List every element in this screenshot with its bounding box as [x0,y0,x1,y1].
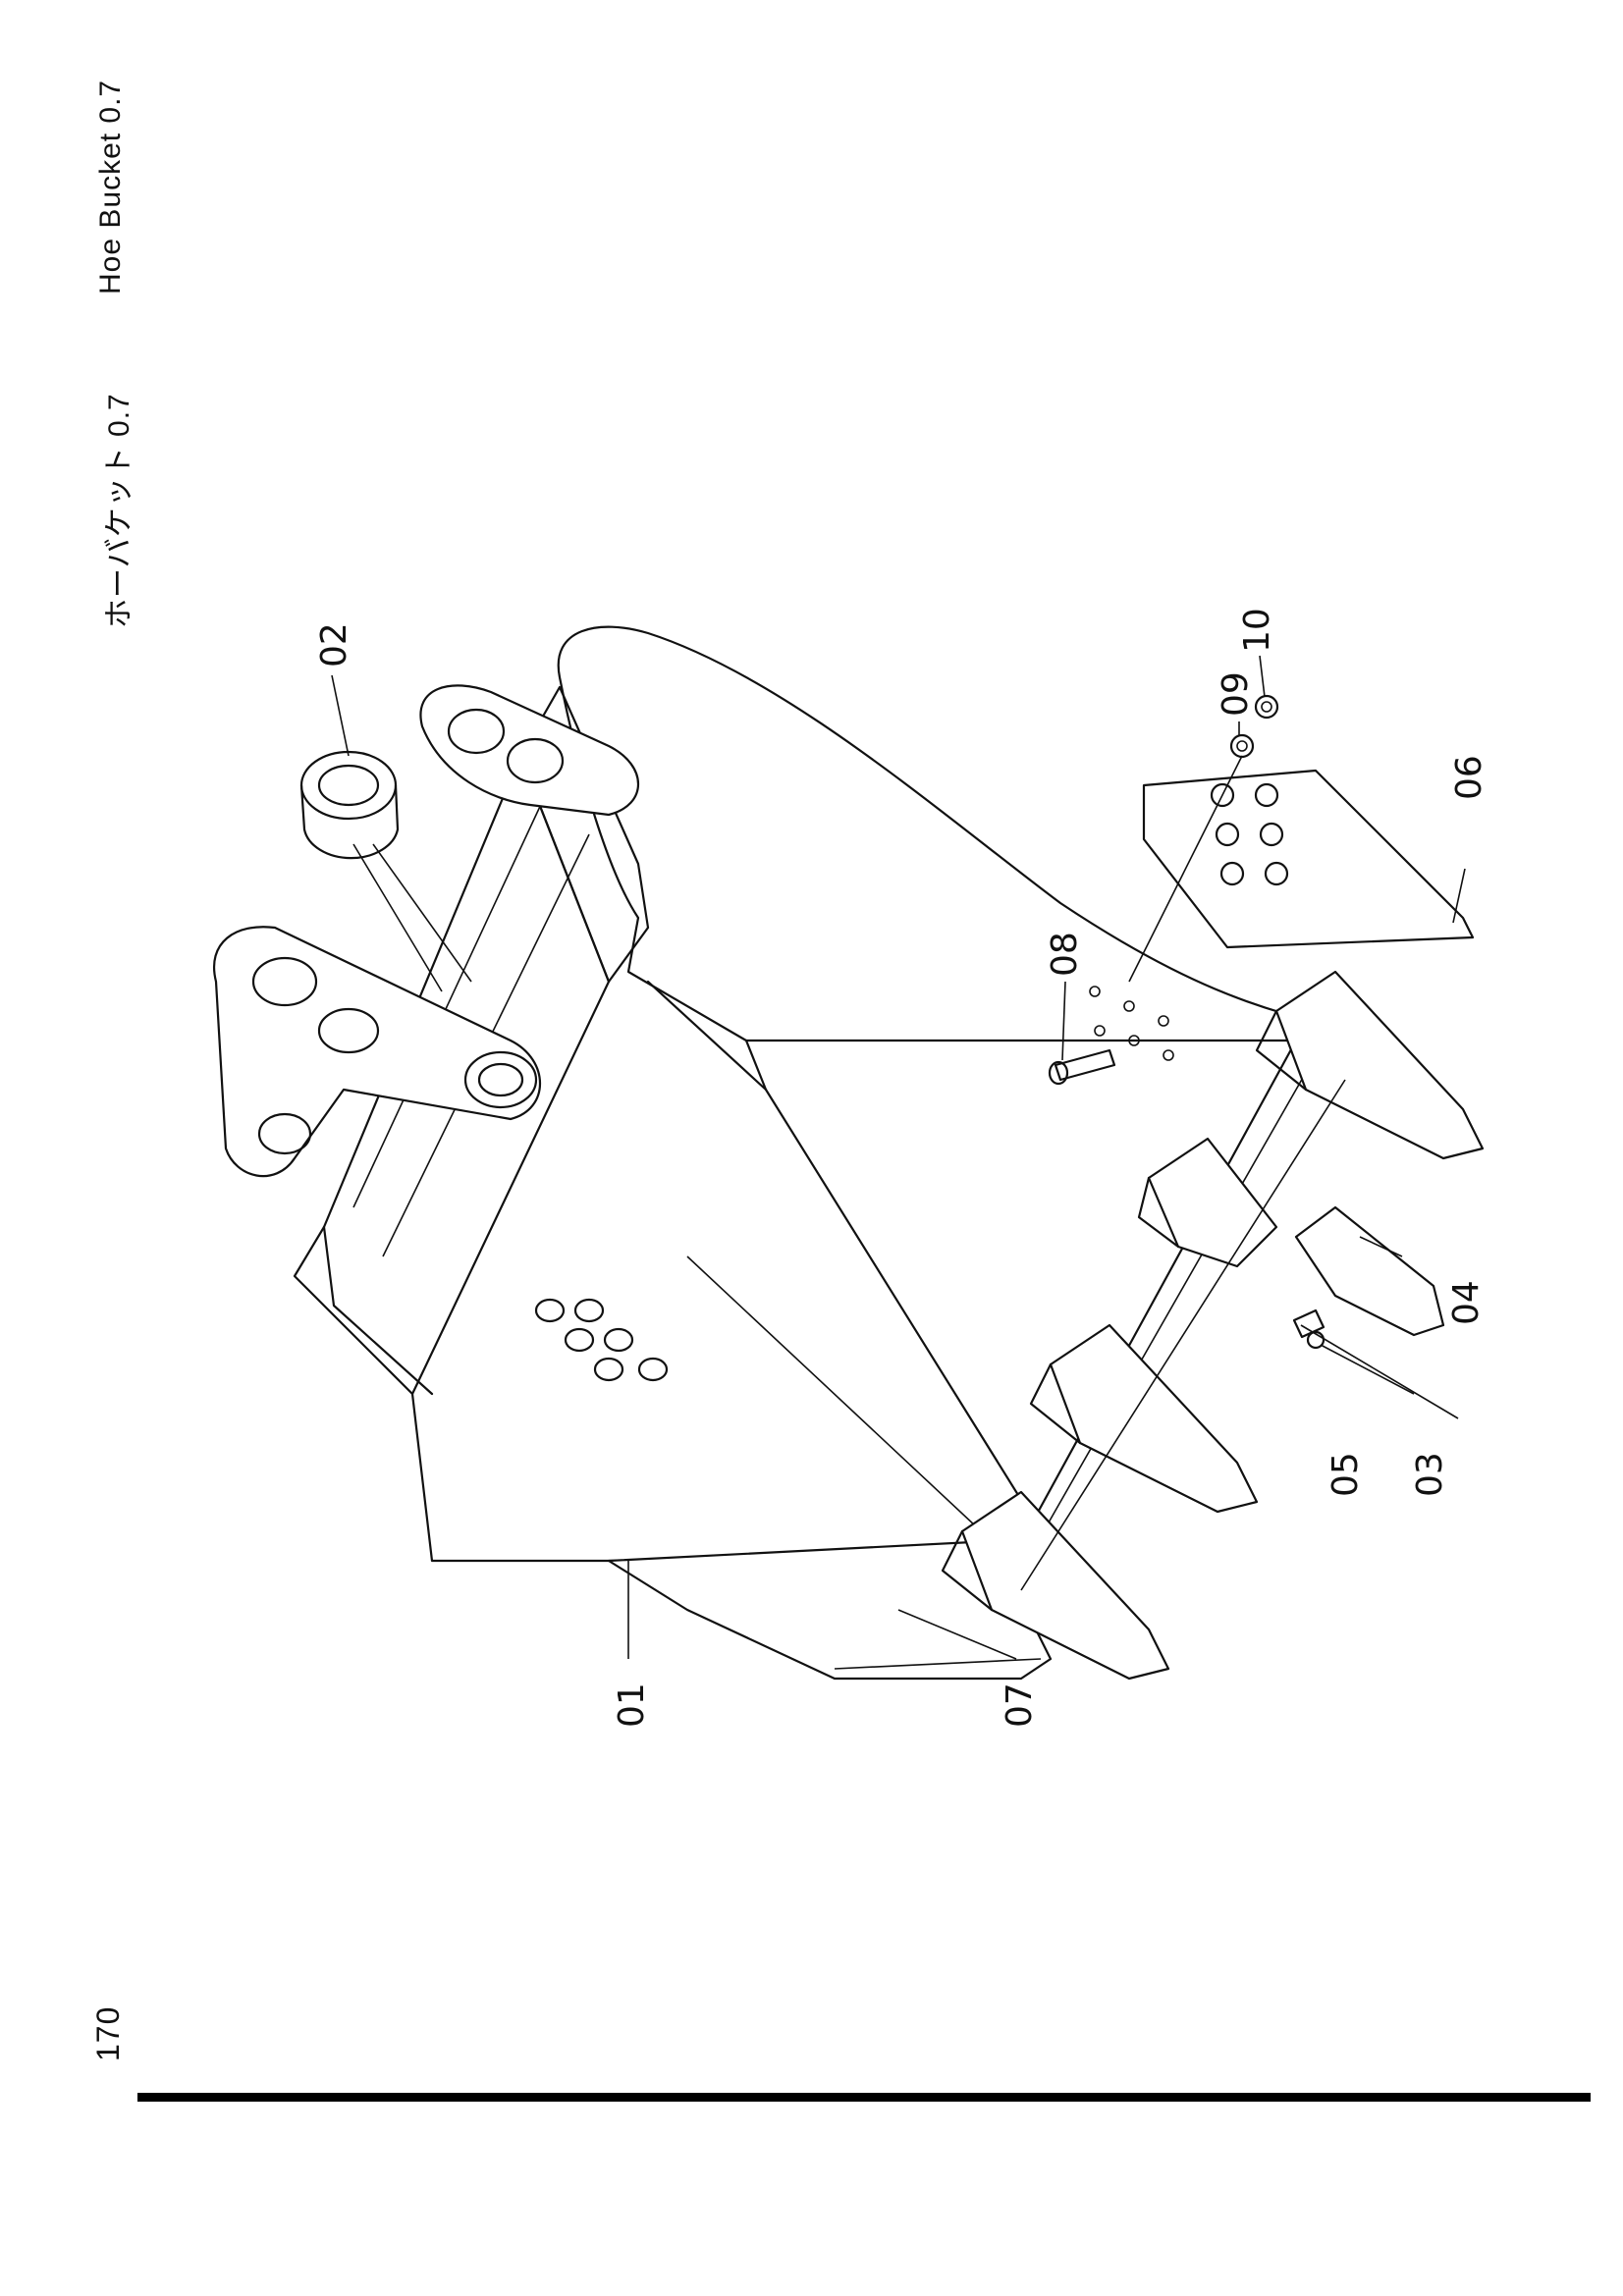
part-labels: 01 02 03 04 05 06 07 08 09 10 [314,608,1489,1728]
leader-lines [331,655,1466,1660]
side-cutter-right [1142,769,1475,949]
bushing [299,750,472,992]
right-plate-bolt-holes [1089,986,1174,1061]
part-label-10: 10 [1237,608,1277,653]
side-plate-bolt-holes [534,1298,669,1382]
part-label-02: 02 [314,622,354,667]
bolt-washer-nut [1048,694,1279,1086]
tooth-pin-and-lock [1292,1308,1325,1350]
bucket-shell [213,625,1357,1563]
part-label-08: 08 [1045,932,1085,977]
part-label-03: 03 [1410,1452,1450,1497]
footer-rule [137,2093,1591,2102]
part-label-06: 06 [1449,755,1489,800]
page-number: 170 [90,2005,126,2061]
part-label-09: 09 [1216,671,1256,717]
part-label-05: 05 [1325,1452,1366,1497]
part-label-07: 07 [1000,1682,1040,1728]
bucket-teeth [941,970,1485,1681]
part-label-01: 01 [612,1682,652,1728]
part-label-04: 04 [1446,1280,1487,1325]
